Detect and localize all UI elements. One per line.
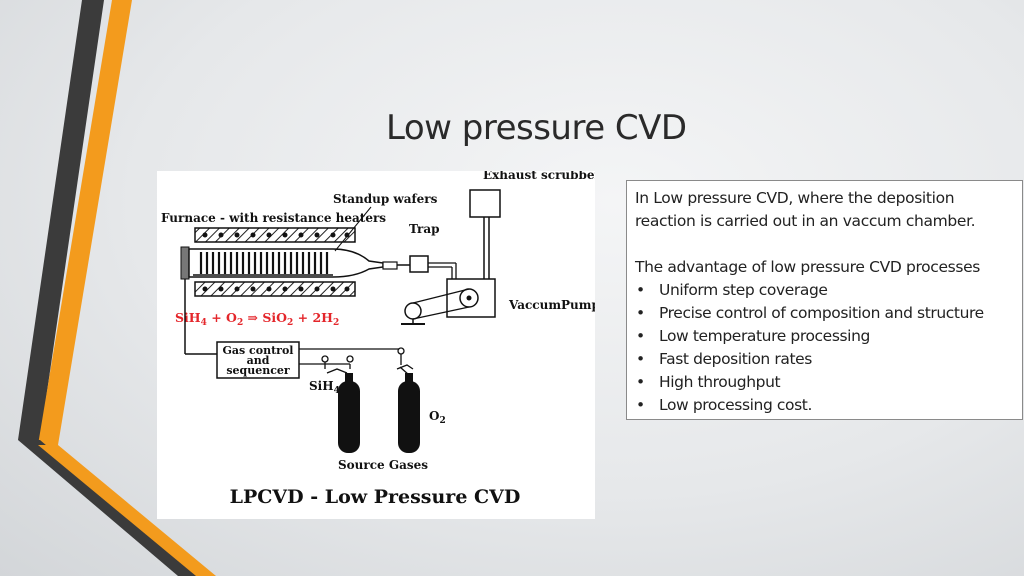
intro-paragraph: In Low pressure CVD, where the depositio… — [635, 189, 976, 230]
heater-bottom — [194, 281, 356, 297]
heater-top-dots — [202, 232, 350, 238]
valve-o2 — [396, 347, 414, 370]
bullet-icon: • — [636, 396, 645, 414]
furnace-label: Furnace - with resistance heaters — [161, 211, 386, 225]
list-item: •Precise control of composition and stru… — [635, 302, 1012, 325]
lpcvd-diagram-svg: Exhaust scrubber Standup wafers Furnace … — [161, 171, 595, 508]
list-item: •Uniform step coverage — [635, 279, 1012, 302]
o2-cylinder — [398, 381, 420, 453]
source-gases-label: Source Gases — [338, 458, 428, 472]
furnace-end-cap — [180, 246, 190, 280]
orange-stripe-lower — [38, 445, 216, 576]
description-textbox: In Low pressure CVD, where the depositio… — [626, 180, 1023, 420]
o2-label: O2 — [429, 409, 446, 426]
exhaust-scrubber-box — [469, 189, 501, 218]
standup-wafers — [199, 252, 329, 274]
slide-title: Low pressure CVD — [386, 108, 687, 148]
gas-control-label-1: Gas control — [223, 344, 294, 357]
trap-label: Trap — [409, 222, 440, 236]
trap-box — [409, 255, 429, 273]
list-item: •Fast deposition rates — [635, 348, 1012, 371]
heater-bottom-dots — [202, 286, 350, 292]
standup-wafers-label: Standup wafers — [333, 192, 438, 206]
gas-control-label-2: and — [247, 354, 270, 367]
motor-pulley — [404, 302, 422, 320]
dark-stripe-lower — [18, 440, 200, 576]
heater-top — [194, 227, 356, 243]
dark-stripe-upper — [18, 0, 104, 440]
sih4-cylinder — [338, 381, 360, 453]
lpcvd-diagram: Exhaust scrubber Standup wafers Furnace … — [157, 171, 595, 519]
bullet-icon: • — [636, 327, 645, 345]
exhaust-scrubber-label: Exhaust scrubber — [483, 171, 595, 182]
bullet-icon: • — [636, 350, 645, 368]
advantages-list: •Uniform step coverage •Precise control … — [635, 279, 1012, 417]
bullet-icon: • — [636, 281, 645, 299]
valve-sih4 — [321, 355, 354, 374]
bullet-icon: • — [636, 373, 645, 391]
orange-stripe-upper — [38, 0, 132, 445]
list-item: •High throughput — [635, 371, 1012, 394]
list-item: •Low temperature processing — [635, 325, 1012, 348]
paragraph-gap — [635, 233, 1012, 256]
list-item: •Low processing cost. — [635, 394, 1012, 417]
bullet-icon: • — [636, 304, 645, 322]
gas-control-label-3: sequencer — [226, 364, 290, 377]
diagram-caption: LPCVD - Low Pressure CVD — [230, 486, 521, 508]
gas-control-box — [216, 341, 300, 379]
reaction-equation: SiH4 + O2 ⇒ SiO2 + 2H2 — [175, 310, 339, 328]
sih4-label: SiH4 — [309, 379, 340, 396]
vacuum-pump-label: VaccumPump — [508, 298, 595, 312]
advantages-heading: The advantage of low pressure CVD proces… — [635, 258, 981, 276]
decorative-stripes — [18, 0, 216, 576]
